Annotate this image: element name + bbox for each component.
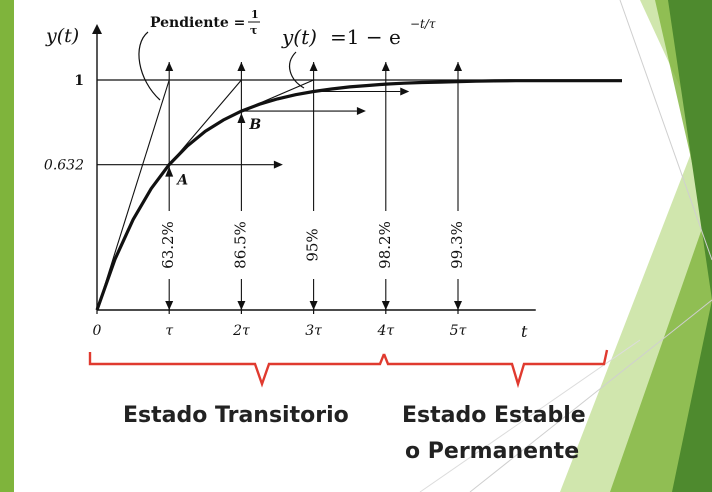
percent-marker-arrow-down [309, 301, 318, 310]
percent-marker-arrow-up [165, 62, 174, 71]
axis-ticks: 0 τ 2τ 3τ 4τ 5τ 0.632 1 [44, 73, 467, 339]
point-label: B [248, 117, 261, 133]
axes [92, 24, 536, 311]
region-transient-label: Estado Transitorio [123, 403, 349, 428]
guide-0632-arrowhead [273, 160, 283, 169]
x-tick-label: 5τ [450, 323, 467, 339]
bracket-transient [88, 352, 386, 388]
percent-label-backdrop [233, 211, 250, 279]
x-tick-label: 2τ [232, 323, 250, 339]
slope-denominator: τ [250, 24, 257, 37]
percent-marker-arrow-down [165, 301, 174, 310]
bracket-steady [382, 349, 609, 389]
left-green-bar [0, 0, 14, 492]
percent-label: 86.5% [231, 221, 249, 269]
y-tick-label: 1 [74, 73, 84, 89]
percent-marker-arrow-up [454, 62, 462, 71]
x-tick-label: 4τ [376, 323, 394, 339]
point-label: A [175, 173, 188, 189]
deco-line-3 [419, 339, 641, 492]
point-arrow [165, 166, 174, 177]
percent-label-backdrop [450, 211, 466, 279]
curve-points: AB [165, 113, 261, 189]
slope-annotation: Pendiente = 1 τ [138, 8, 260, 101]
equation: y(t) =1 − e −t/τ [281, 17, 436, 89]
x-tick-label: 0 [93, 323, 102, 339]
percent-label: 99.3% [448, 221, 466, 269]
x-tick-label: τ [165, 323, 173, 339]
deco-line-1 [619, 0, 712, 261]
region-steady-label-1: Estado Estable [402, 403, 586, 428]
y-axis-arrowhead [92, 24, 102, 34]
point-arrow [237, 113, 246, 124]
percent-marker-arrow-up [309, 62, 318, 71]
equation-rhs: =1 − e [330, 25, 401, 49]
guide-b-arrowhead [356, 107, 366, 116]
right-green-dark [668, 0, 712, 492]
guide-095-arrowhead [400, 87, 410, 96]
percent-label: 95% [304, 228, 322, 261]
y-tick-label: 0.632 [44, 158, 84, 174]
x-axis-label: t [521, 322, 528, 341]
percent-label: 98.2% [376, 221, 394, 269]
slope-pointer [138, 31, 161, 101]
equation-lhs: y(t) [281, 25, 317, 49]
percent-label-backdrop [377, 211, 394, 279]
percent-marker-arrow-up [237, 62, 246, 71]
chart: 0 τ 2τ 3τ 4τ 5τ 0.632 1 63.2% 86.5% 95% 98.2% 99.3%… [44, 8, 622, 341]
equation-pointer [288, 51, 305, 89]
percent-marker-arrow-down [381, 301, 390, 310]
slope-text: Pendiente = [150, 15, 245, 31]
percent-label-backdrop [161, 211, 178, 279]
percent-marker-arrow-down [237, 301, 246, 310]
percent-markers: 63.2% 86.5% 95% 98.2% 99.3% [159, 62, 466, 310]
equation-exponent: −t/τ [410, 17, 436, 31]
slope-numerator: 1 [251, 8, 259, 21]
percent-label: 63.2% [159, 221, 177, 269]
response-curve [95, 79, 622, 311]
percent-marker-arrow-down [454, 301, 462, 310]
x-tick-label: 3τ [305, 323, 322, 339]
deco-line-2 [469, 299, 712, 492]
y-axis-label: y(t) [45, 25, 79, 47]
region-steady-label-2: o Permanente [405, 439, 579, 464]
percent-label-backdrop [305, 211, 322, 279]
percent-marker-arrow-up [381, 62, 390, 71]
region-brackets [88, 349, 609, 389]
